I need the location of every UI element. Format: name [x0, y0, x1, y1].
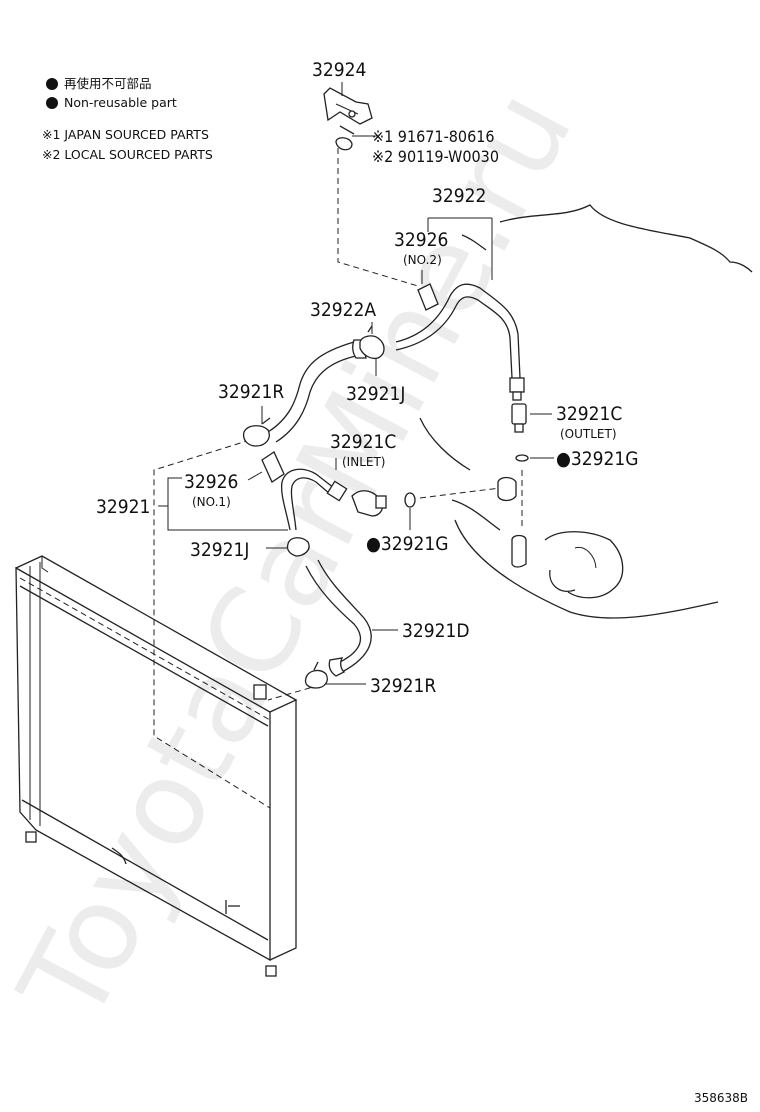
label-32921G-bottom: ●32921G: [366, 533, 449, 555]
non-reusable-marker-icon: [46, 78, 58, 90]
legend: 再使用不可部品 Non-reusable part ※1 JAPAN SOURC…: [42, 76, 213, 162]
label-32926-no2: 32926: [394, 229, 448, 251]
label-32921D: 32921D: [402, 620, 470, 642]
label-32921G-right: ●32921G: [556, 448, 639, 470]
leaders: [158, 82, 554, 685]
non-reusable-marker-icon: [46, 97, 58, 109]
legend-en: Non-reusable part: [64, 95, 177, 110]
bracket-32924: [323, 87, 378, 151]
label-32922: 32922: [432, 185, 486, 207]
label-32921C-inlet: 32921C: [330, 431, 396, 453]
clamp-32921R-top: [242, 417, 271, 447]
label-32926-no1-sub: (NO.1): [192, 495, 231, 509]
label-32924: 32924: [312, 59, 366, 81]
label-32926-no1: 32926: [184, 471, 238, 493]
clamp-32921J-bottom: [286, 537, 310, 557]
clamp-32921J-top: [359, 325, 385, 360]
legend-jp: 再使用不可部品: [64, 76, 152, 91]
clamp-32921R-bottom: [304, 661, 328, 689]
label-bolt-91671: ※1 91671-80616: [372, 127, 495, 146]
label-32921J-top: 32921J: [346, 383, 405, 405]
pipe-32922: [395, 283, 527, 433]
part-labels: 32924 ※1 91671-80616 ※2 90119-W0030 3292…: [96, 59, 639, 697]
assembly-dashes: [153, 148, 523, 809]
label-32921C-outlet-sub: (OUTLET): [560, 427, 617, 441]
hose-32921D: [305, 559, 372, 677]
radiator: [15, 555, 298, 977]
note-japan-sourced: ※1 JAPAN SOURCED PARTS: [42, 127, 209, 142]
label-32922A: 32922A: [310, 299, 376, 321]
engine-outline: [419, 204, 753, 619]
label-32921R-bottom: 32921R: [370, 675, 436, 697]
label-32926-no2-sub: (NO.2): [403, 253, 442, 267]
label-32921R-top: 32921R: [218, 381, 284, 403]
fitting-right: [497, 476, 527, 568]
o-ring-32921G-left: [404, 492, 416, 508]
cushion-32926-no2: [417, 283, 439, 311]
label-32921C-inlet-sub: (INLET): [342, 455, 385, 469]
note-local-sourced: ※2 LOCAL SOURCED PARTS: [42, 147, 213, 162]
diagram-id: 358638B: [694, 1091, 748, 1105]
label-bolt-90119: ※2 90119-W0030: [372, 147, 499, 166]
cushion-32926-no1: [261, 451, 285, 483]
label-32921: 32921: [96, 496, 150, 518]
o-ring-32921G-right: [515, 454, 529, 462]
hose-32921: [280, 468, 387, 531]
label-32921C-outlet: 32921C: [556, 403, 622, 425]
label-32921J-bottom: 32921J: [190, 539, 249, 561]
